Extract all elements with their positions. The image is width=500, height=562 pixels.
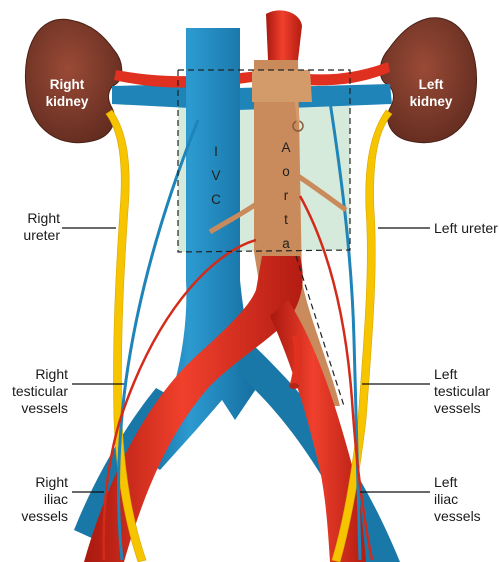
aortic-branch-right [208, 197, 264, 235]
left-testicular-artery [298, 195, 374, 561]
aorta-vessel-top [266, 10, 302, 60]
dashed-diagonal [295, 255, 345, 407]
aorta-sheath-top [252, 70, 312, 102]
left-testicular-vessels-label: Left testicular vessels [434, 366, 491, 416]
aorta-bifurcation [84, 256, 303, 562]
aortic-branch-left [296, 173, 348, 213]
aortic-sheath-branch [290, 71, 300, 123]
right-iliac-vessels-label: Right iliac vessels [21, 474, 68, 524]
inferior-mesenteric-artery [290, 334, 303, 386]
right-testicular-vessels-label: Right testicular vessels [11, 366, 68, 416]
left-testicular-vein [328, 101, 362, 561]
left-kidney-label: Left kidney [409, 77, 453, 109]
right-kidney-label: Right kidney [45, 77, 89, 109]
dashed-region-box [177, 69, 351, 253]
left-renal-artery [290, 62, 390, 86]
right-testicular-artery [102, 238, 257, 561]
left-iliac-vessels-label: Left iliac vessels [434, 474, 481, 524]
right-ureter-label: Right ureter [23, 210, 60, 243]
right-testicular-vein [117, 119, 200, 561]
right-renal-vein [112, 84, 190, 108]
left-ureter-label: Left ureter [434, 220, 498, 236]
